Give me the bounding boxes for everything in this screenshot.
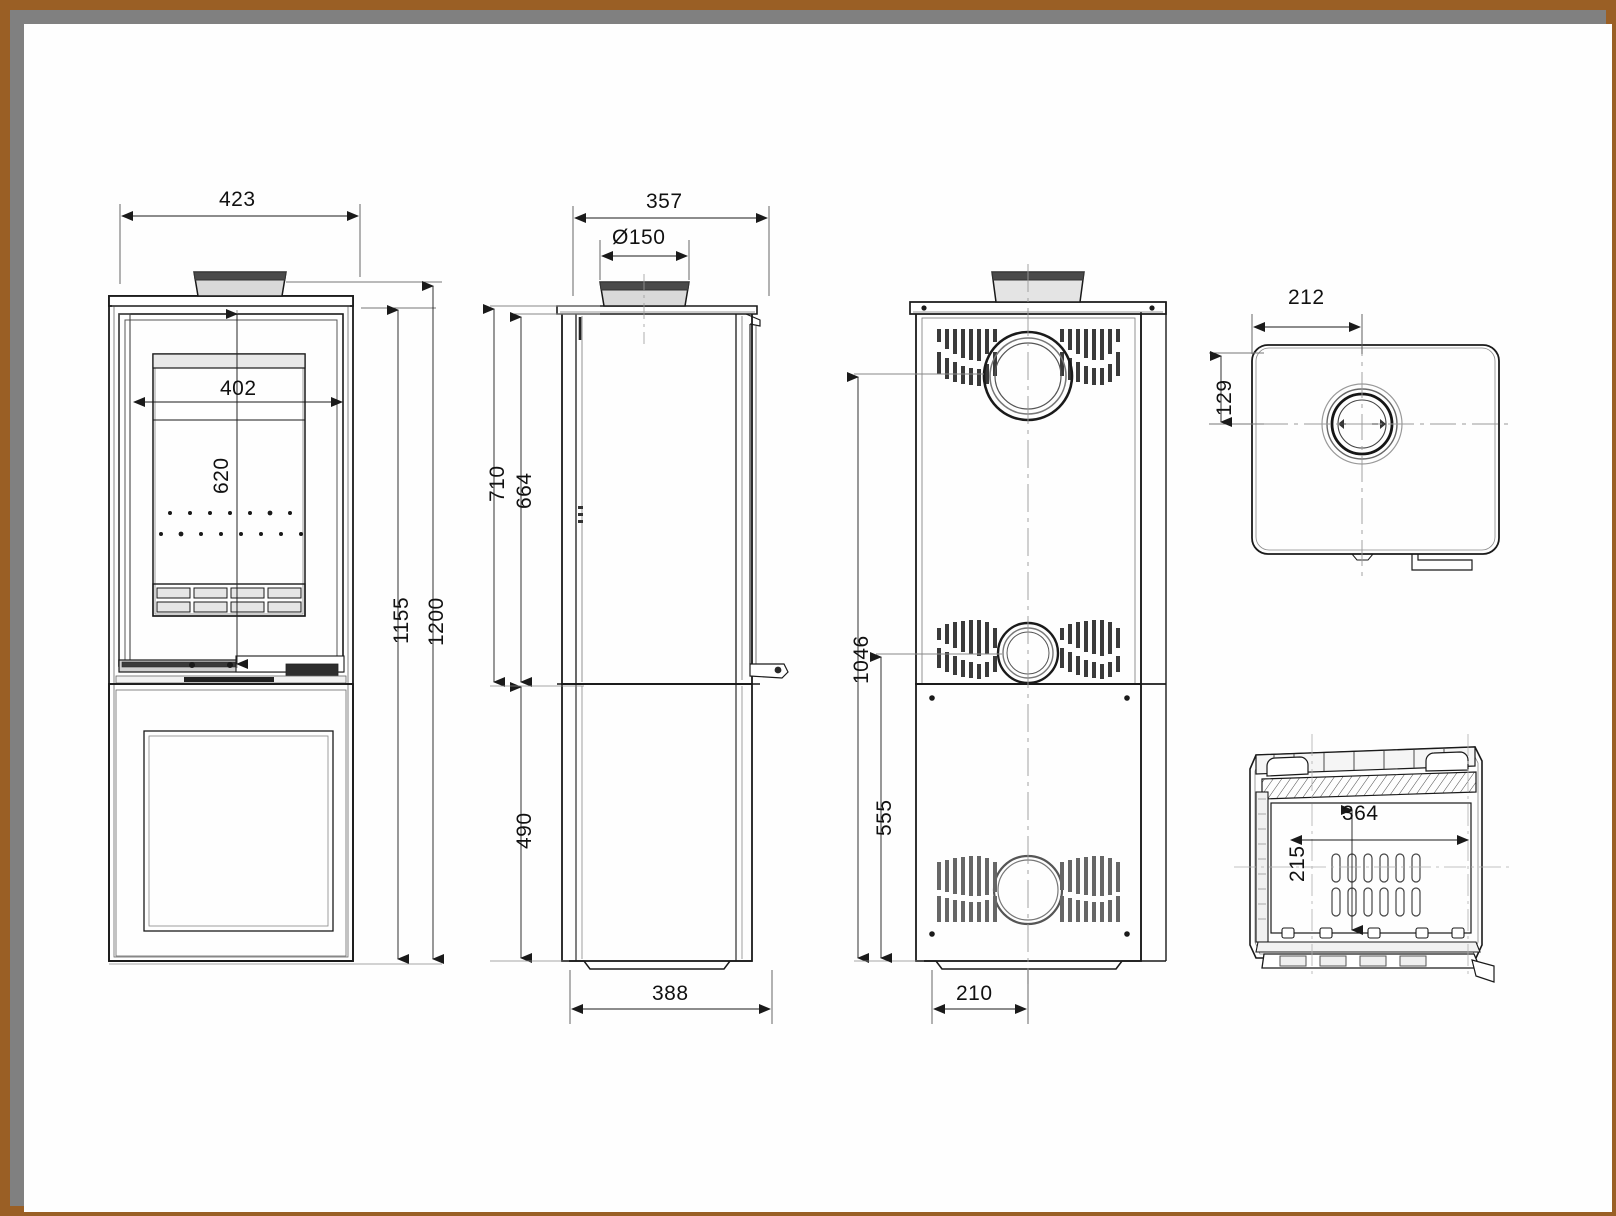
firebox-view-dimensions [1290, 805, 1469, 935]
dimension-label-620: 620 [210, 457, 233, 494]
dimension-label-1046: 1046 [850, 635, 873, 684]
dimension-label-1200: 1200 [425, 597, 448, 646]
front-view-dimensions [109, 204, 444, 965]
dimension-label-364: 364 [1342, 802, 1379, 825]
dimension-label-490: 490 [513, 812, 536, 849]
rear-view-geometry [909, 264, 1167, 984]
dimension-label-664: 664 [513, 472, 536, 509]
dimension-label-423: 423 [219, 188, 256, 211]
dimension-label-212: 212 [1288, 286, 1325, 309]
front-view-geometry [108, 271, 354, 962]
drawing-sheet: 423 402 620 1155 1200 357 Ø150 710 664 4… [24, 24, 1612, 1212]
dimension-label-555: 555 [873, 799, 896, 836]
technical-drawing-svg [108, 204, 1512, 1024]
dimension-label-388: 388 [652, 982, 689, 1005]
dimension-label-357: 357 [646, 190, 683, 213]
top-view-geometry [1220, 330, 1512, 580]
dimension-label-402: 402 [220, 377, 257, 400]
dimension-label-710: 710 [486, 465, 509, 502]
rear-view-dimensions [847, 372, 1029, 1024]
dimension-label-1155: 1155 [390, 596, 413, 644]
firebox-view-geometry [1234, 734, 1512, 983]
side-view-dimensions [483, 206, 773, 1024]
dimension-label-diameter-150: Ø150 [612, 226, 666, 249]
drawing-canvas: 423 402 620 1155 1200 357 Ø150 710 664 4… [24, 24, 1612, 1212]
dimension-label-210: 210 [956, 982, 993, 1005]
top-view-dimensions [1209, 314, 1363, 427]
dimension-label-215: 215 [1286, 845, 1309, 882]
dimension-label-129: 129 [1213, 379, 1236, 416]
side-view-geometry [556, 274, 789, 970]
